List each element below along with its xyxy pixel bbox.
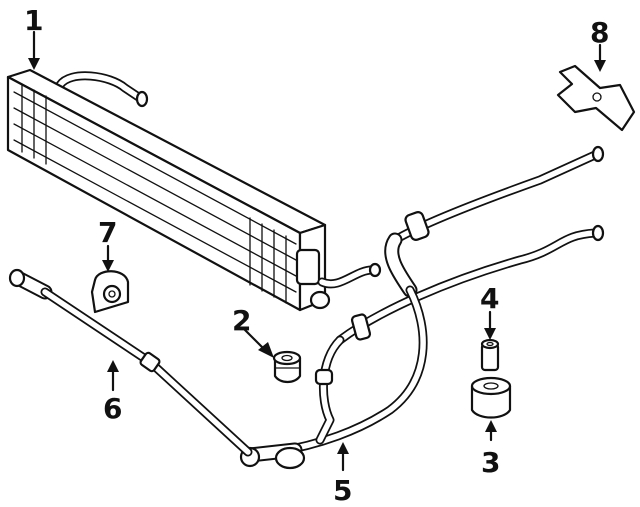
oil-cooler-fins	[13, 83, 297, 304]
grommet-part-2[interactable]	[272, 350, 302, 384]
callout-leaders	[28, 30, 606, 472]
return-line-part-6[interactable]	[8, 268, 253, 457]
oil-cooler-part-1[interactable]	[6, 68, 382, 312]
oil-cooler-upper-hose	[55, 71, 149, 108]
callout-4: 4	[480, 282, 499, 315]
spacer-part-4[interactable]	[480, 338, 500, 372]
callout-2: 2	[232, 304, 251, 337]
callout-3: 3	[481, 446, 500, 479]
callout-8: 8	[590, 16, 609, 49]
cooler-lines-part-5[interactable]	[239, 145, 605, 470]
callout-6: 6	[103, 392, 122, 425]
bracket-part-7[interactable]	[90, 270, 130, 314]
callout-1: 1	[24, 4, 43, 37]
retainer-part-8[interactable]	[556, 64, 636, 132]
insulator-part-3[interactable]	[470, 376, 512, 419]
callout-5: 5	[333, 474, 352, 507]
callout-7: 7	[98, 216, 117, 249]
